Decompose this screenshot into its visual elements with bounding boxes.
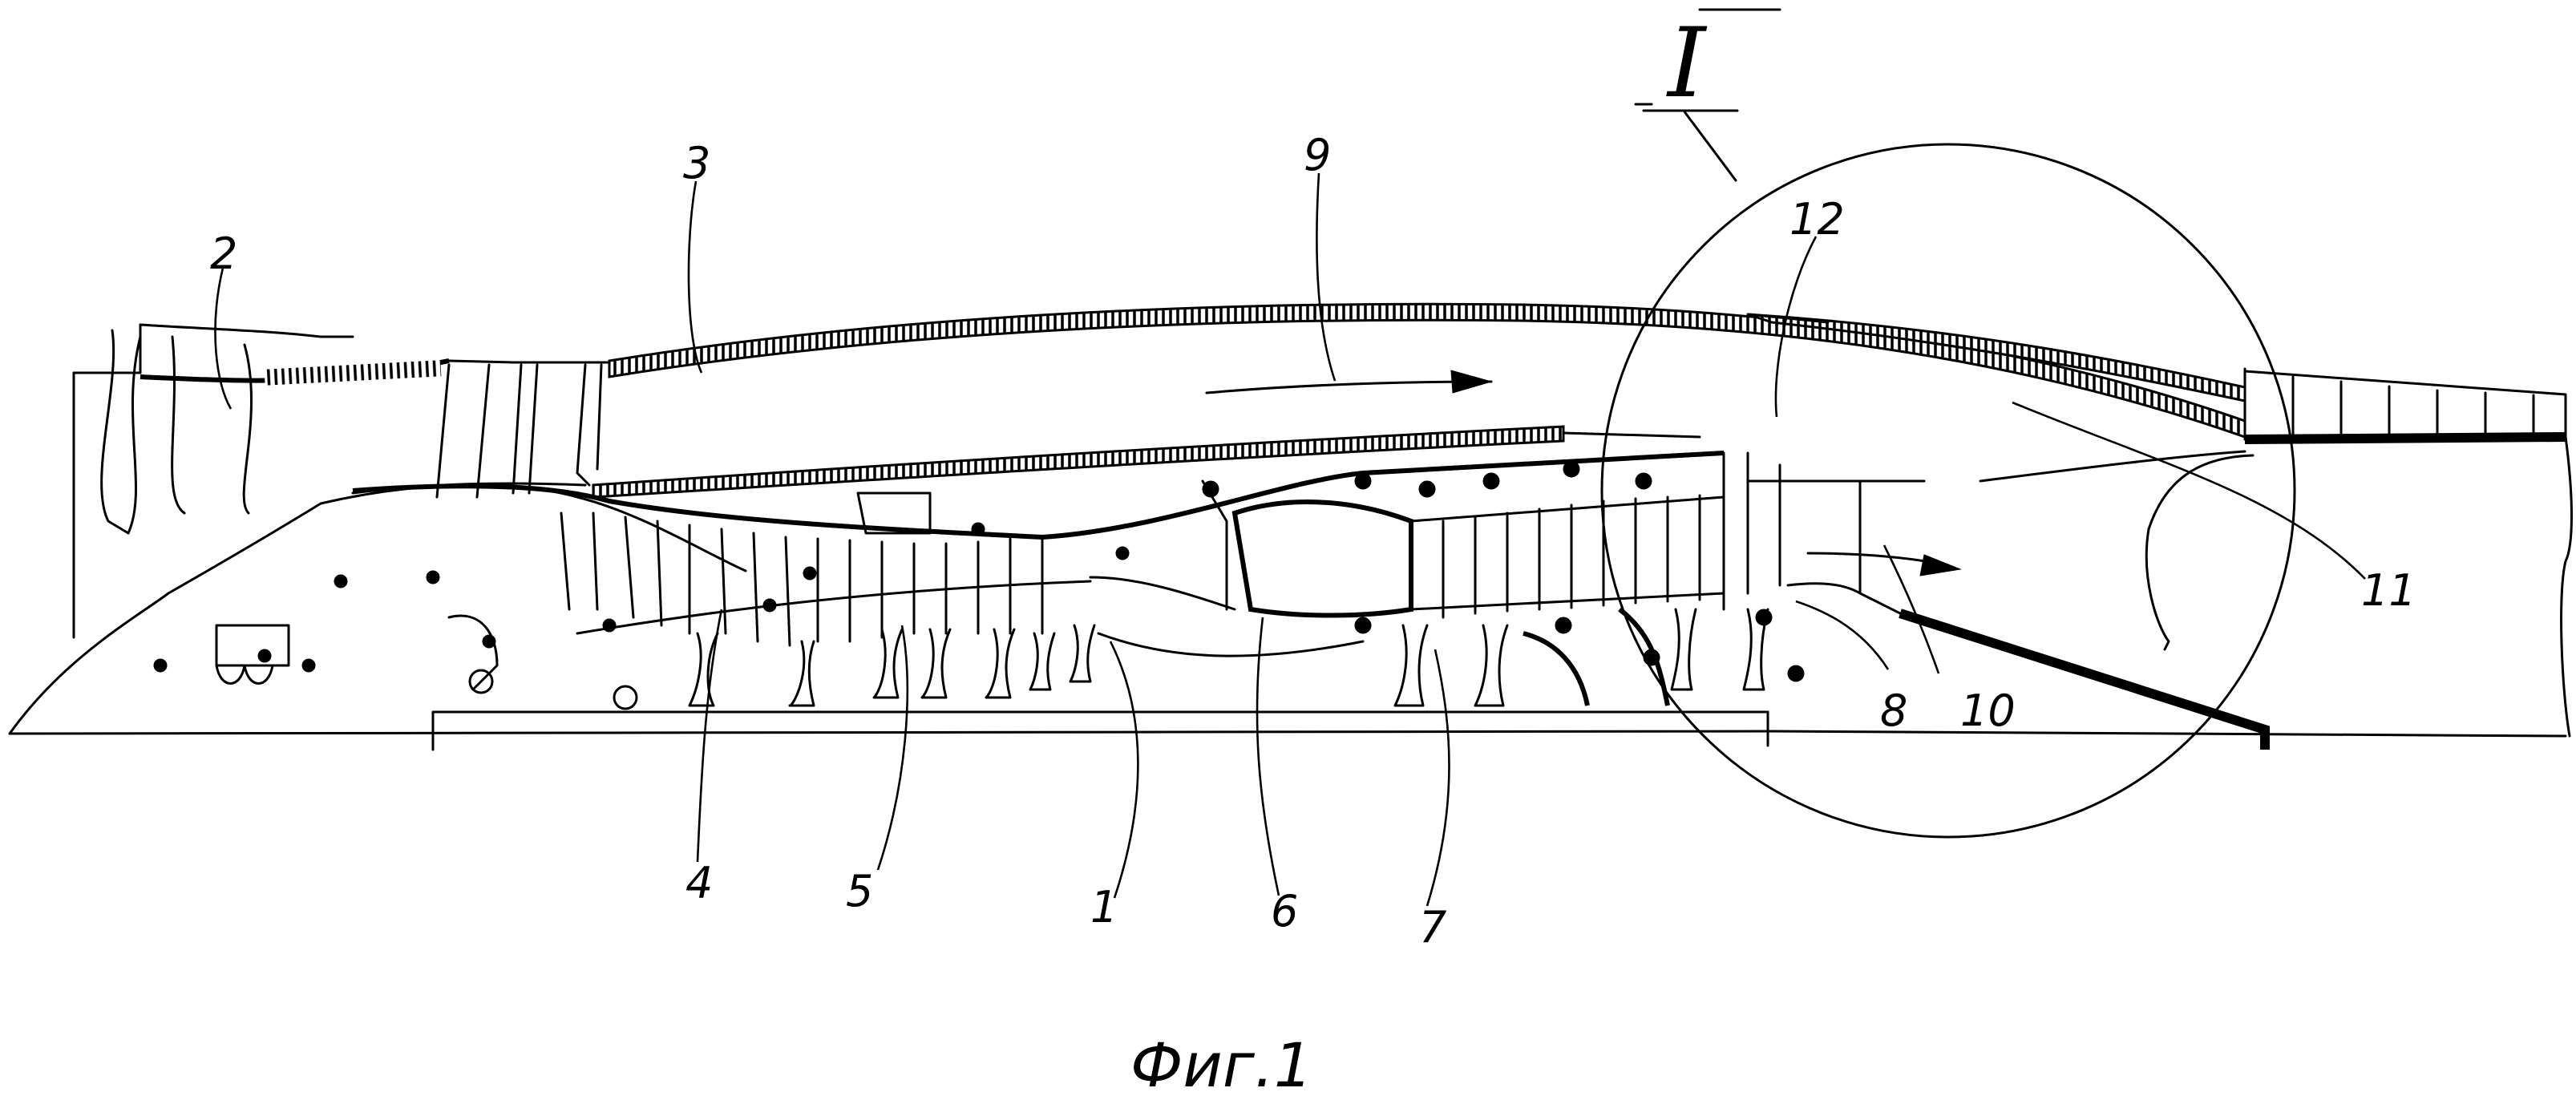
core-flow-arrow (1806, 552, 1962, 576)
leader-9 (1316, 172, 1337, 382)
fan-outlet-guide-vanes (351, 363, 603, 499)
label-11: 11 (2361, 565, 2416, 616)
turbine-section (1393, 451, 1926, 707)
label-12: 12 (1789, 194, 1845, 245)
leader-10 (1882, 544, 1940, 674)
leader-12 (1774, 236, 1818, 418)
label-10: 10 (1960, 686, 2016, 736)
front-bearing-structures (215, 491, 932, 710)
bypass-flow-arrow (1205, 370, 1493, 394)
fasteners (153, 460, 1805, 682)
detail-callout-label: I (1666, 8, 1708, 119)
leader-11 (2012, 401, 2366, 580)
reference-labels: 2 3 9 12 4 5 1 6 7 8 10 11 (210, 130, 2416, 952)
leader-8 (1795, 600, 1890, 670)
spinner-cone (8, 483, 747, 735)
exhaust-plug (1766, 450, 2270, 750)
exhaust-tailpipe (2243, 367, 2573, 738)
label-3: 3 (683, 138, 710, 188)
leader-3 (687, 180, 703, 374)
inlet-frame (72, 371, 142, 639)
leader-2 (214, 267, 233, 410)
label-4: 4 (685, 858, 713, 908)
leader-4 (696, 609, 723, 863)
leader-6 (1256, 617, 1280, 896)
bypass-duct-inner-wall (592, 425, 1701, 499)
label-5: 5 (846, 866, 873, 916)
label-8: 8 (1880, 686, 1907, 736)
label-2: 2 (210, 229, 237, 279)
label-9: 9 (1304, 130, 1331, 180)
fan-case (139, 323, 611, 386)
fan-blades (100, 329, 253, 535)
compressor-section (560, 512, 1092, 647)
engine-axis-baseline (8, 710, 2567, 751)
bypass-duct-outer-wall (608, 302, 2246, 439)
figure-caption: Фиг.1 (1130, 1029, 1312, 1096)
leader-1 (1109, 641, 1139, 899)
compressor-disks (688, 624, 1096, 707)
label-1: 1 (1090, 882, 1118, 932)
leader-7 (1425, 649, 1450, 907)
combustion-chamber (1089, 479, 1413, 657)
label-7: 7 (1419, 902, 1446, 952)
leader-lines (214, 172, 2366, 907)
label-6: 6 (1271, 886, 1298, 936)
detail-circle (1600, 8, 2296, 839)
leader-5 (876, 625, 909, 871)
